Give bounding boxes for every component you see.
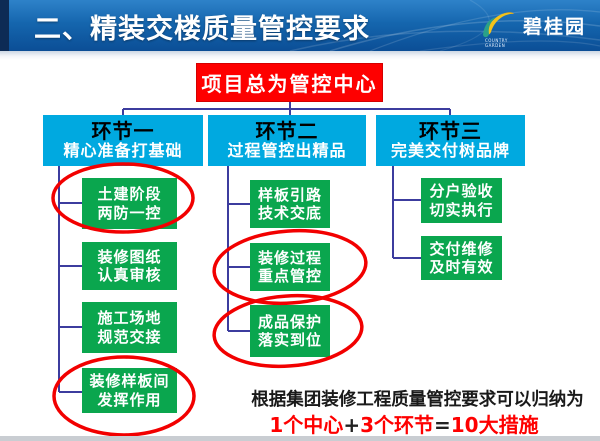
measure-node-model-room: 装修样板间 发挥作用 — [82, 368, 177, 413]
stage-2-title: 环节二 — [255, 118, 319, 143]
stage-node-3: 环节三 完美交付树品牌 — [376, 115, 525, 166]
measure-line: 两防一控 — [97, 203, 162, 222]
measure-line: 分户验收 — [429, 182, 494, 201]
stage-node-2: 环节二 过程管控出精品 — [208, 115, 366, 166]
measure-line: 发挥作用 — [97, 390, 162, 409]
measure-line: 及时有效 — [429, 258, 494, 276]
stage-1-title: 环节一 — [91, 118, 155, 143]
stage-1-subtitle: 精心准备打基础 — [63, 140, 183, 160]
company-logo: COUNTRY GARDEN 碧桂园 — [479, 8, 586, 48]
measure-node-drawing-review: 装修图纸 认真审核 — [82, 242, 177, 290]
stage-3-subtitle: 完美交付树品牌 — [390, 140, 510, 160]
measure-line: 落实到位 — [257, 331, 322, 349]
summary-segment: 1个中心 — [269, 413, 344, 437]
center-control-node: 项目总为管控中心 — [196, 63, 383, 102]
measure-line: 重点管控 — [257, 267, 322, 285]
footer-strip — [0, 436, 600, 441]
measure-node-process-control: 装修过程 重点管控 — [250, 243, 330, 291]
summary-line-1: 根据集团装修工程质量管控要求可以归纳为 — [251, 390, 584, 410]
measure-line: 技术交底 — [257, 204, 322, 222]
phoenix-logo-icon: COUNTRY GARDEN — [479, 8, 517, 48]
summary-segment: 10大措施 — [450, 413, 539, 437]
header-bottom-strip — [0, 51, 600, 60]
logo-subtext: COUNTRY GARDEN — [484, 38, 508, 48]
summary-line-2: 1个中心+3个环节=10大措施 — [234, 409, 574, 438]
measure-node-site-handover: 施工场地 规范交接 — [82, 302, 177, 353]
summary-segment: = — [434, 413, 451, 437]
measure-node-product-protection: 成品保护 落实到位 — [250, 305, 330, 357]
measure-node-delivery-repair: 交付维修 及时有效 — [421, 236, 502, 280]
stage-2-subtitle: 过程管控出精品 — [227, 140, 347, 160]
measure-line: 认真审核 — [97, 266, 162, 284]
header-left-accent-band — [0, 0, 9, 51]
slide-title: 二、精装交楼质量管控要求 — [34, 14, 370, 45]
measure-line: 规范交接 — [97, 327, 162, 346]
measure-node-civil-stage: 土建阶段 两防一控 — [82, 178, 177, 229]
measure-line: 交付维修 — [429, 239, 494, 258]
summary-segment: 3个环节 — [360, 413, 434, 437]
logo-text: 碧桂园 — [522, 15, 586, 38]
measure-line: 装修样板间 — [89, 372, 170, 391]
measure-line: 样板引路 — [257, 185, 322, 204]
stage-3-title: 环节三 — [419, 118, 482, 143]
measure-line: 成品保护 — [257, 312, 322, 331]
measure-node-tech-briefing: 样板引路 技术交底 — [250, 180, 330, 228]
measure-line: 施工场地 — [97, 309, 162, 328]
measure-line: 切实执行 — [429, 200, 494, 219]
measure-line: 装修过程 — [257, 248, 322, 267]
measure-line: 土建阶段 — [97, 185, 162, 204]
measure-line: 装修图纸 — [97, 247, 162, 266]
stage-node-1: 环节一 精心准备打基础 — [43, 115, 203, 166]
measure-node-unit-acceptance: 分户验收 切实执行 — [421, 178, 502, 223]
summary-segment: + — [343, 413, 361, 437]
